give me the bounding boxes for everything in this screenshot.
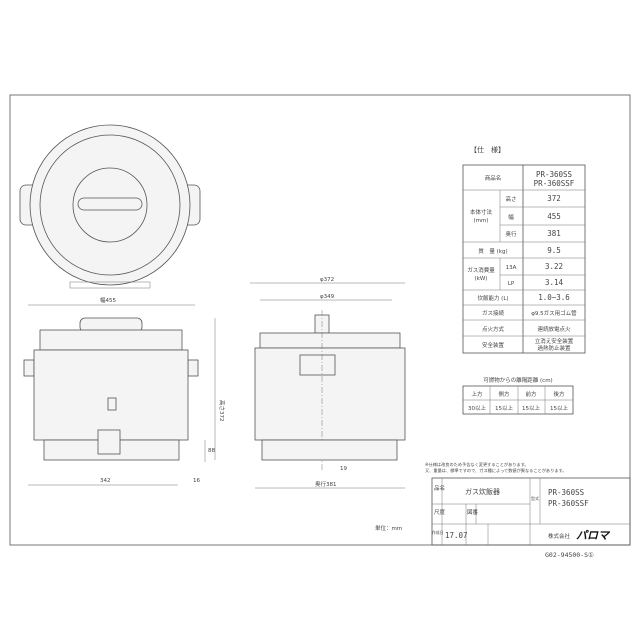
title-model-1: PR-360SS (548, 488, 585, 497)
dim-16: 16 (193, 478, 200, 484)
front-view: 幅455 高さ372 88 342 16 (23, 296, 226, 486)
value-13a: 3.22 (545, 262, 563, 271)
label-lp: LP (508, 281, 515, 287)
spec-table: 【仕 様】 商品名 PR-360SS PR-360SSF 本体寸法 (mm) 高… (462, 145, 586, 354)
drawing-number: G02-94500-S① (545, 551, 594, 559)
label-ignition: 点火方式 (482, 325, 505, 333)
dim-depth: 奥行381 (315, 480, 337, 488)
label-gas: ガス消費量 (467, 266, 495, 274)
spec-heading: 【仕 様】 (470, 145, 505, 154)
label-connection: ガス接続 (482, 309, 505, 317)
dim-19: 19 (340, 466, 347, 472)
model-2: PR-360SSF (534, 179, 575, 188)
clearance-value: 15以上 (550, 404, 568, 412)
value-connection: φ9.5ガス用ゴム管 (531, 309, 577, 317)
clearance-header: 上方 (471, 390, 483, 398)
value-height: 372 (547, 194, 561, 203)
top-view (19, 124, 201, 289)
label-drawing: 図番 (467, 509, 479, 516)
label-capacity: 炊飯能力 (L) (477, 294, 508, 302)
value-weight: 9.5 (547, 246, 561, 255)
title-block: 品名 尺度 図番 作成日 型式 ガス炊飯器 PR-360SS PR-360SSF… (431, 477, 631, 546)
title-model-2: PR-360SSF (548, 499, 589, 508)
label-dimensions: 本体寸法 (470, 208, 493, 216)
dim-height: 高さ372 (218, 400, 226, 422)
value-safety-2: 過熱防止装置 (537, 344, 571, 352)
label-model: 型式 (531, 495, 539, 501)
clearance-header: 後方 (553, 390, 565, 398)
note-1: ※仕様は改良のため予告なく変更することがあります。 (425, 461, 529, 468)
title-product: ガス炊飯器 (465, 487, 500, 496)
label-gas-unit: (kW) (475, 276, 488, 282)
label-height: 高さ (505, 195, 516, 203)
gas-inlet (97, 429, 121, 455)
title-date: 17.07 (445, 531, 468, 540)
label-weight: 質 量 (kg) (478, 247, 507, 255)
model-1: PR-360SS (536, 170, 573, 179)
label-product: 商品名 (485, 174, 502, 182)
value-lp: 3.14 (545, 278, 564, 287)
dim-342: 342 (100, 478, 111, 484)
value-ignition: 連続放電点火 (537, 325, 571, 333)
dim-88: 88 (208, 448, 215, 454)
dim-front-width: 幅455 (100, 296, 116, 304)
value-width: 455 (547, 212, 561, 221)
clearance-title: 可燃物からの離隔距離 (cm) (483, 376, 552, 384)
clearance-table: 可燃物からの離隔距離 (cm) 上方 側方 前方 後方 30以上 15以上 15… (462, 376, 574, 415)
note-2: 又、重量は、標準ですので、ガス種によって数値が異なることがあります。 (425, 467, 566, 474)
company-label: 株式会社 (548, 532, 571, 540)
label-depth: 奥行 (505, 230, 517, 238)
label-date: 作成日 (432, 530, 444, 535)
clearance-value: 15以上 (495, 404, 513, 412)
label-safety: 安全装置 (482, 341, 505, 349)
label-product-name: 品名 (434, 484, 445, 492)
clearance-value: 30以上 (468, 404, 486, 412)
dim-372: φ372 (320, 277, 334, 283)
label-13a: 13A (506, 265, 517, 271)
value-safety-1: 立消え安全装置 (535, 337, 574, 345)
clearance-header: 側方 (498, 390, 510, 398)
clearance-value: 15以上 (522, 404, 540, 412)
dim-349: φ349 (320, 294, 335, 300)
side-view: φ372 φ349 19 奥行381 (250, 277, 406, 489)
drawing-frame (9, 94, 631, 546)
unit-label: 単位：mm (375, 524, 402, 532)
lid-knob (77, 197, 143, 211)
label-dimensions-unit: (mm) (473, 218, 488, 224)
label-width: 幅 (508, 213, 514, 221)
brand-logo: パロマ (576, 529, 611, 542)
value-capacity: 1.0~3.6 (538, 293, 570, 302)
clearance-header: 前方 (525, 390, 537, 398)
value-depth: 381 (547, 229, 561, 238)
label-scale: 尺度 (434, 508, 446, 516)
